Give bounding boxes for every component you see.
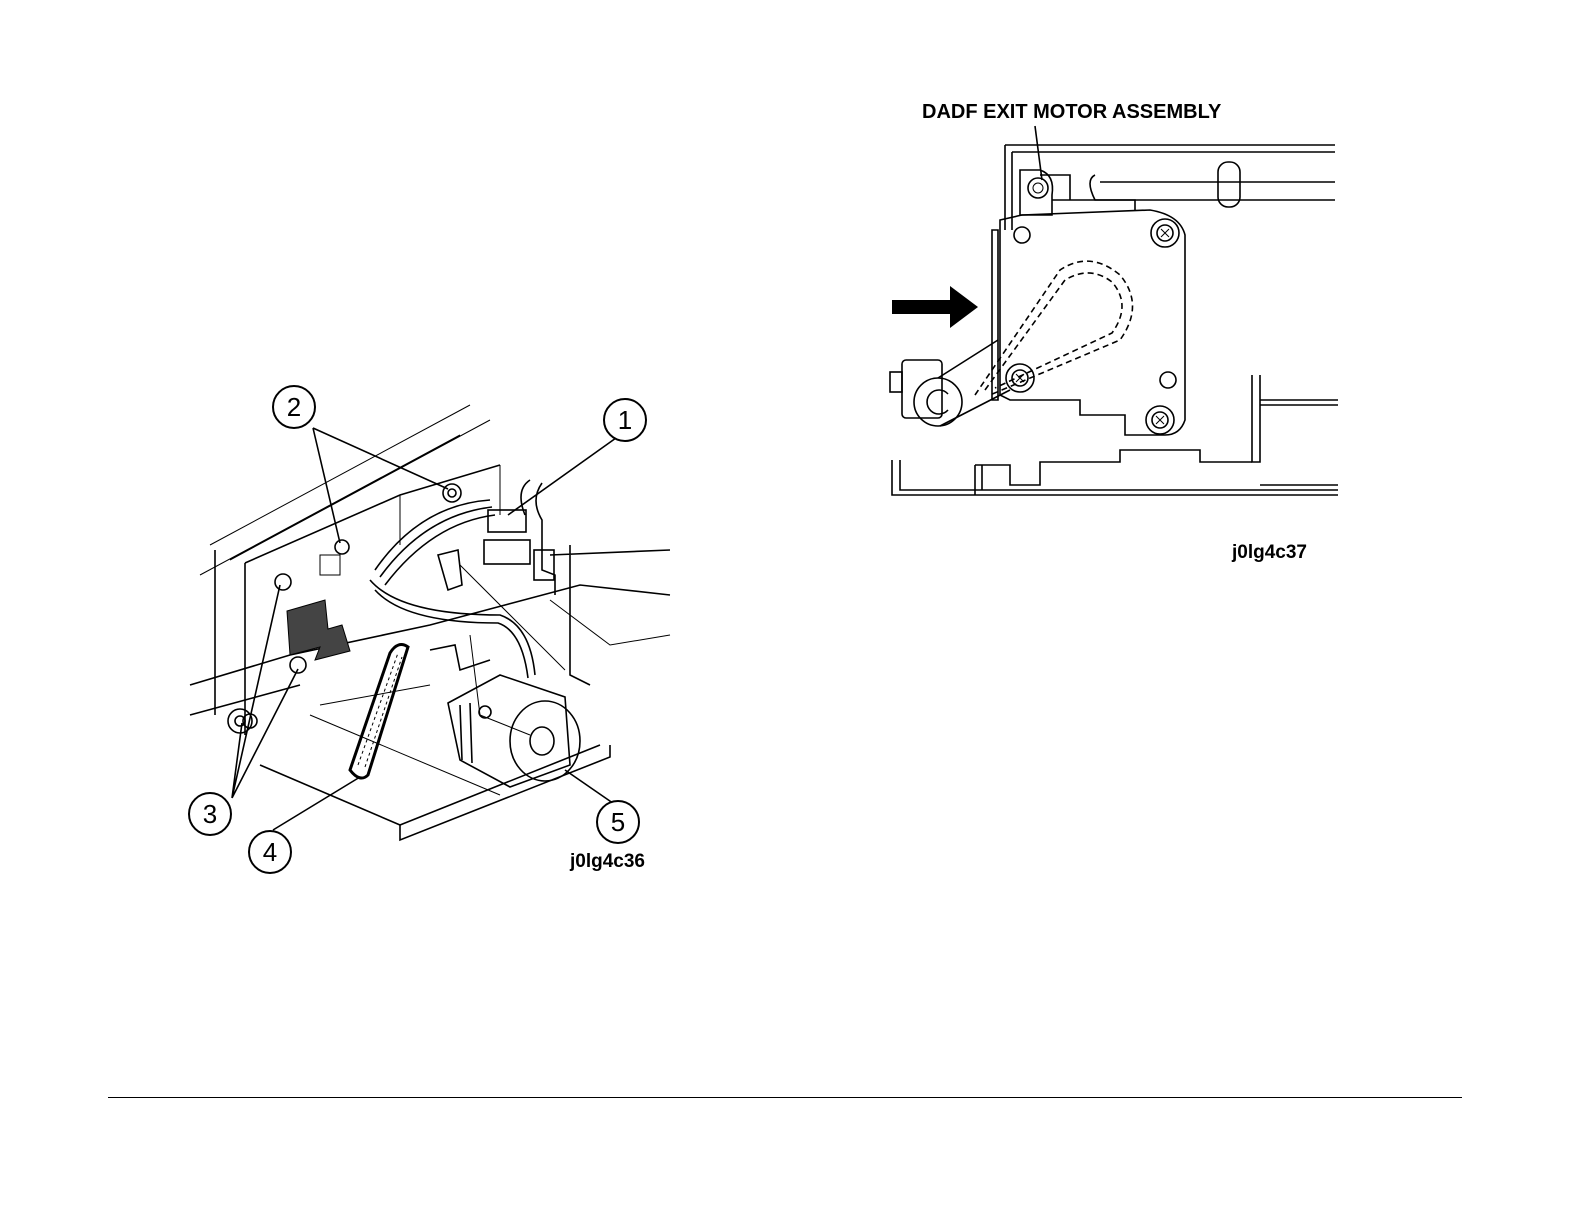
figure-exit-motor-drawing: DADF EXIT MOTOR ASSEMBLY j0lg4c37 <box>880 90 1360 580</box>
callout-3-label: 3 <box>203 799 217 829</box>
callout-1: 1 <box>604 399 646 441</box>
figure-exit-motor: DADF EXIT MOTOR ASSEMBLY j0lg4c37 <box>880 90 1360 580</box>
callout-4-label: 4 <box>263 837 277 867</box>
callout-5: 5 <box>597 801 639 843</box>
callout-2-label: 2 <box>287 392 301 422</box>
callout-5-label: 5 <box>611 807 625 837</box>
figure-id-right: j0lg4c37 <box>1231 542 1307 563</box>
callout-2: 2 <box>273 386 315 428</box>
callout-4: 4 <box>249 831 291 873</box>
callout-3: 3 <box>189 793 231 835</box>
figure-id-left: j0lg4c36 <box>569 851 645 872</box>
figure-motor-removal-drawing: 2 1 3 4 5 j0lg4c36 <box>170 385 690 895</box>
footer-divider <box>108 1097 1462 1098</box>
callout-1-label: 1 <box>618 405 632 435</box>
figure-title-right: DADF EXIT MOTOR ASSEMBLY <box>922 101 1222 123</box>
figure-motor-removal: 2 1 3 4 5 j0lg4c36 <box>170 385 690 895</box>
